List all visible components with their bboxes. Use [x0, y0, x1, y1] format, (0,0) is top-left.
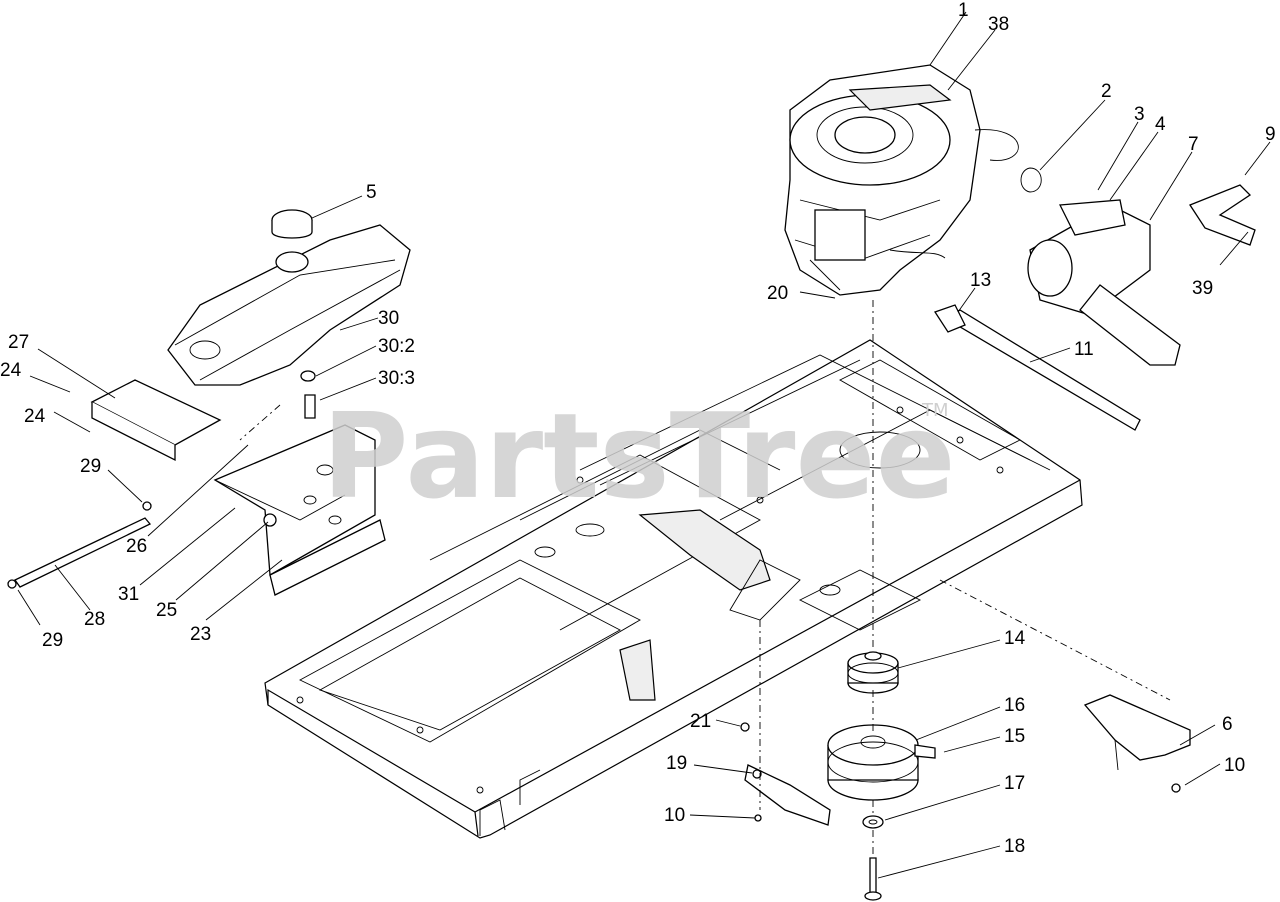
callout-4: 4: [1155, 114, 1166, 135]
callout-18: 18: [1004, 836, 1025, 857]
callout-5: 5: [366, 182, 377, 203]
tank-bracket: [90, 379, 386, 596]
callout-1: 1: [958, 0, 969, 21]
muffler: [1020, 167, 1181, 366]
leader-lines: [17, 11, 1271, 879]
callout-30: 30: [378, 308, 399, 329]
muffler-bracket: [1189, 184, 1256, 246]
bolt: [864, 857, 882, 901]
callout-19: 19: [666, 753, 687, 774]
callout-26: 26: [126, 536, 147, 557]
callout-10-b: 10: [664, 805, 685, 826]
watermark: PartsTree TM: [322, 387, 956, 525]
callout-28: 28: [84, 609, 105, 630]
callout-30-2: 30:2: [378, 336, 415, 357]
callout-29-a: 29: [80, 456, 101, 477]
tube: [934, 304, 1141, 431]
callout-29-b: 29: [42, 630, 63, 651]
watermark-text: PartsTree: [322, 387, 956, 525]
callout-6: 6: [1222, 714, 1233, 735]
callout-16: 16: [1004, 695, 1025, 716]
clutch: [827, 724, 936, 801]
callout-24-b: 24: [24, 406, 46, 427]
callout-14: 14: [1004, 628, 1026, 649]
engine: [784, 64, 1019, 296]
pulley-engine: [847, 651, 899, 694]
callout-24-a: 24: [0, 360, 22, 381]
callout-10-a: 10: [1224, 755, 1245, 776]
frame-chassis: [264, 339, 1083, 839]
callout-7: 7: [1188, 134, 1199, 155]
callout-38: 38: [988, 14, 1009, 35]
callout-2: 2: [1101, 81, 1112, 102]
callout-20: 20: [767, 283, 788, 304]
callout-17: 17: [1004, 773, 1025, 794]
fuel-tank: [167, 209, 411, 419]
callout-13: 13: [970, 270, 991, 291]
callout-3: 3: [1134, 104, 1145, 125]
callout-30-3: 30:3: [378, 368, 415, 389]
callout-9: 9: [1265, 124, 1276, 145]
callout-27: 27: [8, 332, 29, 353]
callouts: 1 38 2 3 4 7 9 39 5 13 20 11 30 30:2 30:…: [0, 0, 1276, 857]
bracket-6: [740, 694, 1191, 822]
alignment-lines: [239, 300, 1171, 858]
watermark-trademark: TM: [921, 400, 949, 421]
washer: [862, 815, 884, 829]
rod: [7, 501, 152, 589]
callout-11: 11: [1074, 339, 1094, 360]
clutch-bracket: [744, 764, 831, 826]
callout-39: 39: [1192, 278, 1213, 299]
callout-31: 31: [118, 584, 139, 605]
callout-23: 23: [190, 624, 211, 645]
callout-21: 21: [690, 711, 711, 732]
callout-25: 25: [156, 600, 177, 621]
callout-15: 15: [1004, 726, 1025, 747]
